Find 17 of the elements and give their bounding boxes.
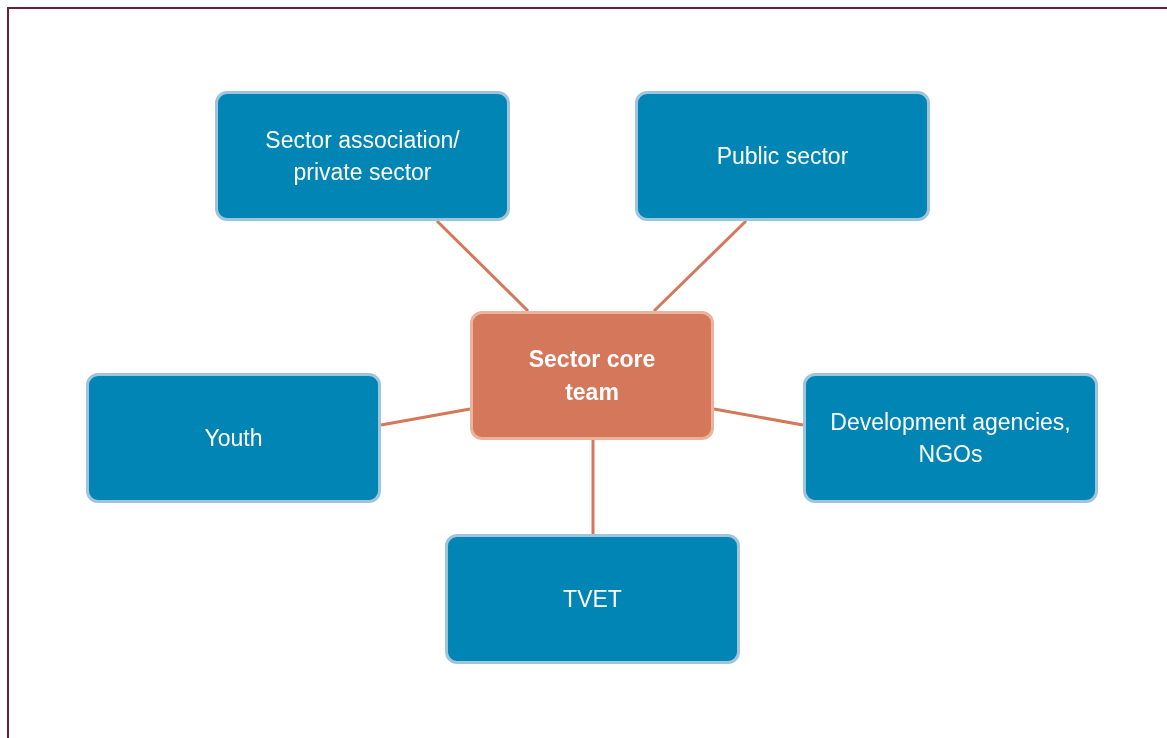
connector-line bbox=[591, 440, 595, 534]
box-label: TVET bbox=[563, 584, 622, 614]
connector-line bbox=[380, 407, 471, 427]
box-label: Sector core team bbox=[527, 345, 657, 407]
core-team-box bbox=[470, 311, 714, 440]
connector-line bbox=[713, 407, 804, 427]
stakeholder-box bbox=[803, 373, 1098, 503]
box-label: Youth bbox=[204, 423, 263, 453]
box-label: Public sector bbox=[716, 141, 849, 171]
stakeholder-box bbox=[445, 534, 740, 664]
stakeholder-box bbox=[635, 91, 930, 221]
connector-line bbox=[435, 219, 530, 313]
connector-line bbox=[652, 219, 748, 313]
box-label: Sector association/ private sector bbox=[264, 125, 461, 187]
stakeholder-box bbox=[86, 373, 381, 503]
box-label: Development agencies, NGOs bbox=[829, 407, 1072, 469]
stakeholder-box bbox=[215, 91, 510, 221]
